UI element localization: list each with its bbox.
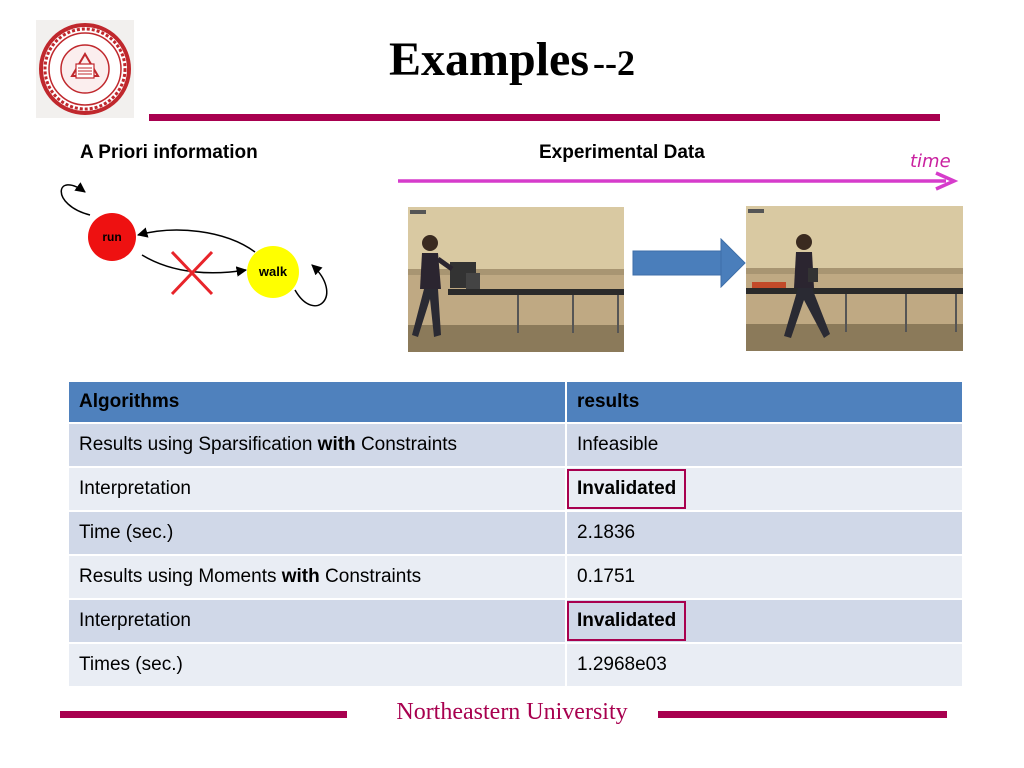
title-main: Examples bbox=[389, 33, 590, 86]
table-row: Time (sec.) 2.1836 bbox=[69, 511, 964, 556]
highlighted-result: Invalidated bbox=[567, 601, 687, 641]
algorithm-cell: Results using Sparsification with Constr… bbox=[69, 423, 567, 468]
algorithm-cell: Interpretation bbox=[69, 467, 567, 512]
result-cell: 2.1836 bbox=[566, 511, 964, 556]
run-state bbox=[88, 213, 136, 261]
algorithm-text-post: Constraints bbox=[355, 434, 458, 455]
title-suffix: --2 bbox=[593, 43, 635, 83]
result-value: 0.1751 bbox=[577, 566, 636, 587]
algorithm-text-pre: Times (sec.) bbox=[79, 654, 183, 675]
result-cell: Infeasible bbox=[566, 423, 964, 468]
algorithm-cell: Results using Moments with Constraints bbox=[69, 555, 567, 600]
algorithm-text-pre: Results using Moments bbox=[79, 566, 282, 587]
a-priori-heading: A Priori information bbox=[80, 142, 258, 163]
walk-self-loop bbox=[294, 264, 328, 307]
transition-arrow-icon bbox=[632, 238, 746, 288]
algorithm-cell: Time (sec.) bbox=[69, 511, 567, 556]
algorithm-text-bold: with bbox=[281, 566, 320, 587]
table-header-row: Algorithms results bbox=[69, 382, 964, 424]
algorithm-text-pre: Interpretation bbox=[79, 610, 191, 631]
result-cell: Invalidated bbox=[566, 599, 964, 644]
footer-line-left bbox=[60, 711, 347, 718]
algorithm-cell: Times (sec.) bbox=[69, 643, 567, 688]
algorithm-cell: Interpretation bbox=[69, 599, 567, 644]
title-divider bbox=[149, 114, 940, 121]
algorithm-text-pre: Results using Sparsification bbox=[79, 434, 318, 455]
experimental-data-heading: Experimental Data bbox=[539, 142, 705, 163]
walk-state-label: walk bbox=[258, 264, 288, 279]
footer-line-right bbox=[658, 711, 947, 718]
algorithm-text-pre: Time (sec.) bbox=[79, 522, 174, 543]
table-row: Interpretation Invalidated bbox=[69, 467, 964, 512]
algorithm-text-bold: with bbox=[317, 434, 356, 455]
table-row: Times (sec.) 1.2968e03 bbox=[69, 643, 964, 688]
walk-to-run-arrow bbox=[136, 227, 256, 253]
walk-state bbox=[247, 246, 299, 298]
results-table: Algorithms results Results using Sparsif… bbox=[69, 382, 964, 688]
table-row: Results using Sparsification with Constr… bbox=[69, 423, 964, 468]
result-value: Infeasible bbox=[577, 434, 659, 455]
result-cell: 1.2968e03 bbox=[566, 643, 964, 688]
run-state-label: run bbox=[102, 230, 121, 244]
time-label: time bbox=[910, 151, 951, 172]
time-arrow-icon bbox=[398, 171, 959, 191]
result-cell: Invalidated bbox=[566, 467, 964, 512]
algorithm-text-post: Constraints bbox=[319, 566, 422, 587]
video-frame-walking bbox=[746, 206, 963, 351]
header-results: results bbox=[566, 382, 964, 424]
result-cell: 0.1751 bbox=[566, 555, 964, 600]
video-frame-running bbox=[408, 207, 624, 352]
footer-university-name: Northeastern University bbox=[396, 699, 628, 725]
algorithm-text-pre: Interpretation bbox=[79, 478, 191, 499]
result-value: 1.2968e03 bbox=[577, 654, 667, 675]
state-transition-diagram: run walk bbox=[60, 182, 328, 307]
table-row: Interpretation Invalidated bbox=[69, 599, 964, 644]
northeastern-university-seal-icon bbox=[36, 20, 134, 118]
table-row: Results using Moments with Constraints 0.… bbox=[69, 555, 964, 600]
run-self-loop bbox=[60, 182, 91, 216]
slide-title: Examples --2 bbox=[0, 32, 1024, 87]
highlighted-result: Invalidated bbox=[567, 469, 687, 509]
result-value: 2.1836 bbox=[577, 522, 636, 543]
header-algorithms: Algorithms bbox=[69, 382, 567, 424]
table-body: Results using Sparsification with Constr… bbox=[69, 423, 964, 688]
